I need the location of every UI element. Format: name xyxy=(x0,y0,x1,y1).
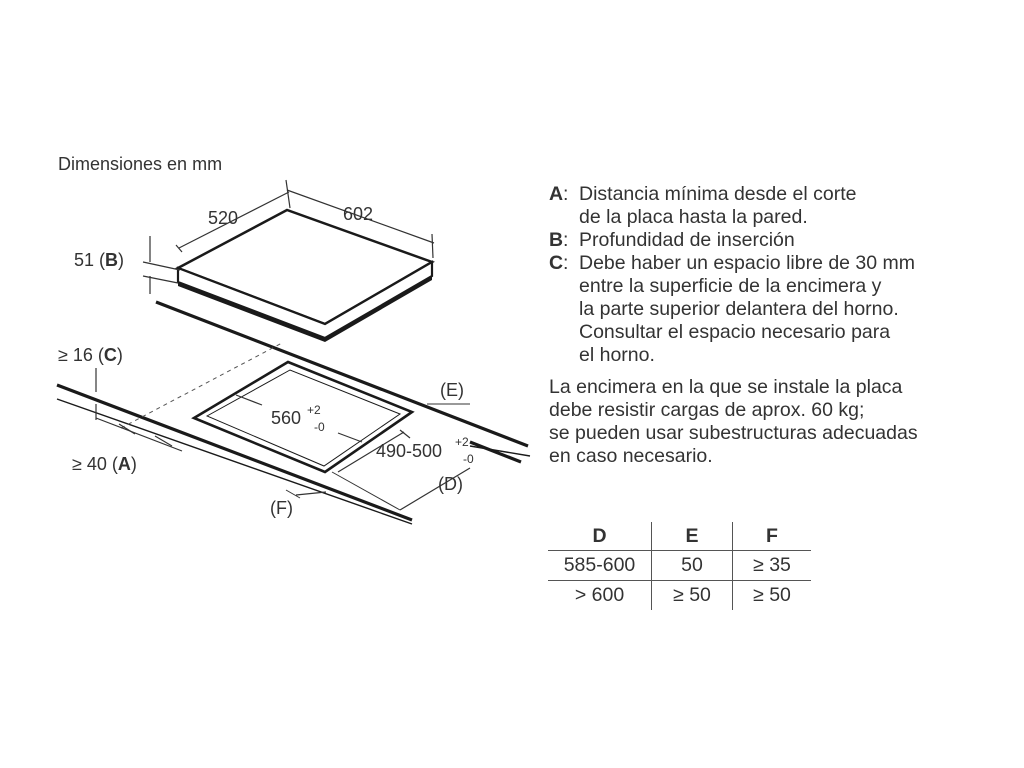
table-cell: 585-600 xyxy=(548,550,652,581)
depth-dim-line xyxy=(178,191,290,249)
width-dim-ext-left xyxy=(285,179,291,209)
depth-dim-ext xyxy=(175,244,183,253)
height-ext-top xyxy=(142,261,181,271)
table-row: > 600 ≥ 50 ≥ 50 xyxy=(548,580,811,610)
cutout-outer xyxy=(191,360,415,474)
col-header-d: D xyxy=(592,524,607,547)
hidden-edge xyxy=(120,342,283,429)
a-dim-ext-left xyxy=(118,423,136,435)
note-c-cont-1: entre la superficie de la encimera y xyxy=(579,275,882,297)
note-c-text: Debe haber un espacio libre de 30 mm xyxy=(579,252,916,274)
cutout-width-dim-right xyxy=(337,432,363,443)
note-a-cont: de la placa hasta la pared. xyxy=(579,206,808,228)
note-c-cont-3: Consultar el espacio necesario para xyxy=(579,321,891,343)
note-a-text: Distancia mínima desde el corte xyxy=(579,183,857,205)
label-e: (E) xyxy=(440,380,464,400)
note-b: B:Profundidad de inserción xyxy=(549,229,795,251)
hob-edge xyxy=(178,276,432,342)
width-dim-label: 602 xyxy=(343,204,373,224)
table-cell: ≥ 50 xyxy=(651,580,733,610)
countertop-back-edge xyxy=(155,300,529,448)
a-dim-line xyxy=(95,417,183,452)
width-dim-ext-right xyxy=(431,233,434,259)
table-cell: ≥ 35 xyxy=(732,550,811,581)
cutout-width-dim xyxy=(235,394,263,406)
note-c: C:Debe haber un espacio libre de 30 mm xyxy=(549,252,916,274)
note-a-key: A xyxy=(549,183,564,205)
note-a: A:Distancia mínima desde el corte xyxy=(549,183,857,205)
f-dim-line xyxy=(295,491,327,496)
f-dim-line-2 xyxy=(285,489,301,499)
diagram-title: Dimensiones en mm xyxy=(58,154,222,174)
countertop-back-tick xyxy=(469,445,531,457)
cutout-inner xyxy=(205,369,402,467)
d-dim-ext xyxy=(331,471,401,511)
table-cell: > 600 xyxy=(548,580,652,610)
table-cell: 50 xyxy=(651,550,733,581)
label-d: (D) xyxy=(438,474,463,494)
note-b-text: Profundidad de inserción xyxy=(579,229,795,251)
note-c-cont-2: la parte superior delantera del horno. xyxy=(579,298,899,320)
col-header-f: F xyxy=(732,522,811,551)
cutout-width-label: 560 xyxy=(271,408,301,428)
a-dim-ext-right xyxy=(154,435,173,447)
cutout-depth-dim xyxy=(337,431,405,473)
cutout-depth-ext xyxy=(399,429,411,439)
spec-table: D E F 585-600 50 ≥ 35 > 600 ≥ 50 ≥ 50 xyxy=(548,522,811,610)
width-dim-line xyxy=(286,189,435,244)
spec-table-header: D E F xyxy=(548,522,811,551)
countertop-front-edge xyxy=(56,383,413,522)
cutout-depth-label: 490-500 xyxy=(376,441,442,461)
height-dim-label: 51 (B) xyxy=(74,250,124,270)
load-note: La encimera en la que se instale la plac… xyxy=(549,376,1019,468)
note-c-cont-4: el horno. xyxy=(579,344,655,366)
load-note-line-4: en caso necesario. xyxy=(549,445,713,467)
depth-dim-label: 520 xyxy=(208,208,238,228)
cutout-width-tol-minus: -0 xyxy=(314,420,325,434)
cutout-depth-tol-plus: +2 xyxy=(455,435,469,449)
clearance-c-label: ≥ 16 (C) xyxy=(58,345,123,365)
load-note-line-3: se pueden usar subestructuras adecuadas xyxy=(549,422,918,444)
load-note-line-2: debe resistir cargas de aprox. 60 kg; xyxy=(549,399,865,421)
notes-panel: A:Distancia mínima desde el corte de la … xyxy=(549,183,1019,468)
cutout-width-tol-plus: +2 xyxy=(307,403,321,417)
load-note-line-1: La encimera en la que se instale la plac… xyxy=(549,376,903,398)
height-ext-bottom xyxy=(142,275,179,284)
note-b-key: B xyxy=(549,229,564,251)
col-header-e: E xyxy=(651,522,733,551)
d-dim-line xyxy=(399,467,471,511)
countertop-back-edge-lower xyxy=(469,440,522,464)
clearance-a-label: ≥ 40 (A) xyxy=(72,454,137,474)
note-c-key: C xyxy=(549,252,564,274)
table-row: 585-600 50 ≥ 35 xyxy=(548,550,811,581)
cutout-depth-tol-minus: -0 xyxy=(463,452,474,466)
table-cell: ≥ 50 xyxy=(732,580,811,610)
label-f: (F) xyxy=(270,498,293,518)
countertop-front-edge-lower xyxy=(56,398,413,525)
